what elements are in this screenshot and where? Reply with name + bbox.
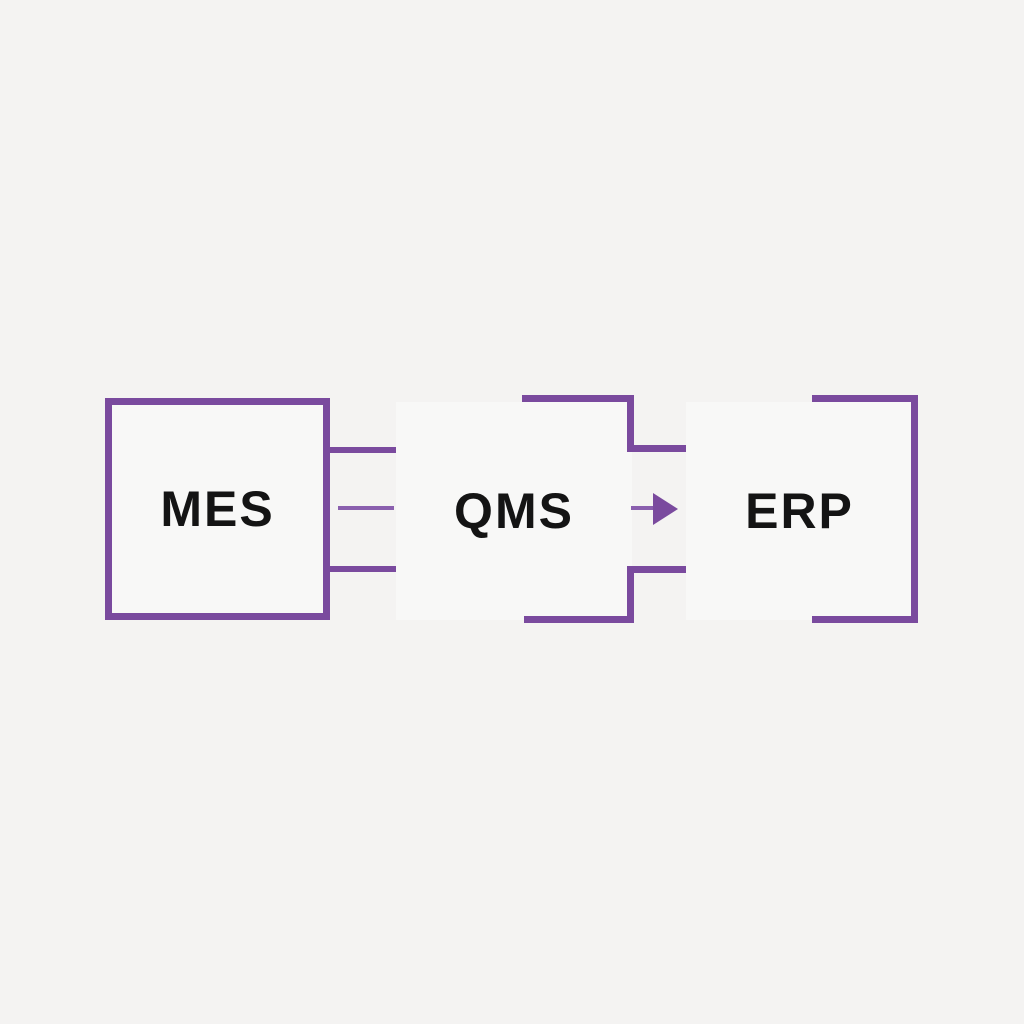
erp-border-top bbox=[812, 395, 918, 402]
node-qms-label: QMS bbox=[454, 483, 574, 539]
erp-border-right bbox=[911, 395, 918, 623]
connector-mes-qms-line-middle bbox=[338, 506, 394, 510]
node-erp: ERP bbox=[686, 402, 913, 620]
qms-border-bottom bbox=[524, 616, 634, 623]
qms-border-top bbox=[522, 395, 634, 402]
qms-border-bottom-right-step bbox=[627, 566, 634, 623]
qms-bottom-stub-to-erp bbox=[634, 566, 686, 573]
connector-mes-qms-line-top bbox=[330, 447, 397, 453]
connector-mes-qms-line-bottom bbox=[330, 566, 397, 572]
node-mes: MES bbox=[105, 398, 330, 620]
arrow-right-icon bbox=[653, 493, 678, 525]
erp-border-bottom bbox=[812, 616, 918, 623]
qms-border-top-right-step bbox=[627, 395, 634, 452]
node-mes-label: MES bbox=[160, 481, 275, 537]
node-erp-label: ERP bbox=[745, 483, 854, 539]
node-qms: QMS bbox=[396, 402, 632, 620]
qms-top-stub-to-erp bbox=[634, 445, 686, 452]
connector-qms-erp-arrow-shaft bbox=[631, 506, 660, 510]
